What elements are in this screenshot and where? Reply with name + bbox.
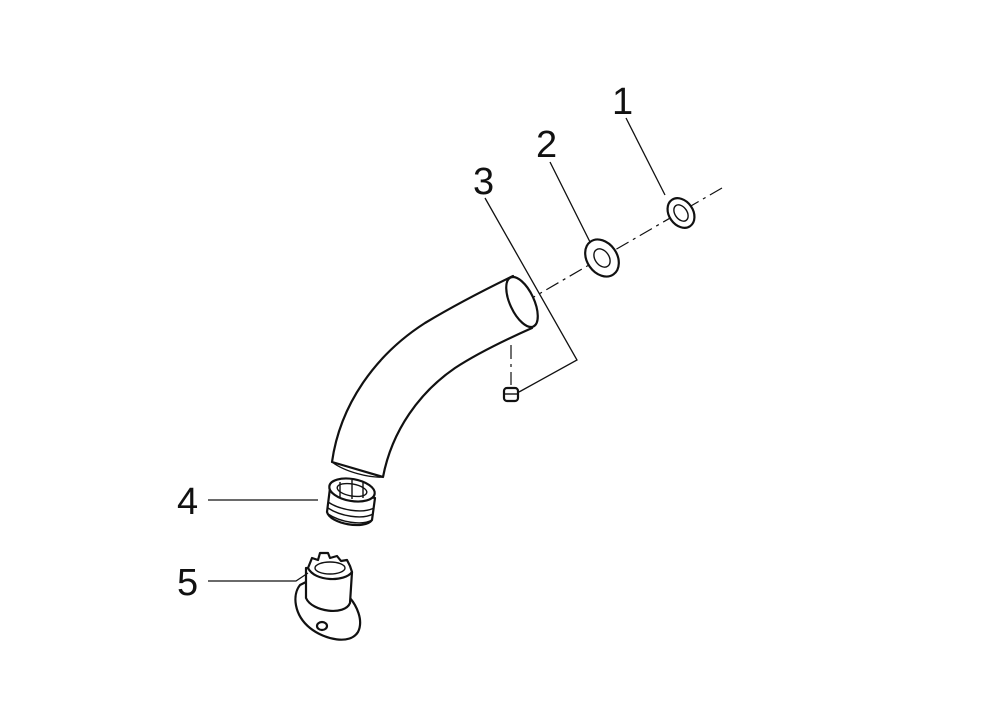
- leader-line-5: [208, 572, 309, 582]
- callout-4: 4: [177, 481, 198, 523]
- callout-1: 1: [612, 81, 633, 123]
- callout-5: 5: [177, 562, 198, 604]
- part-3-set-screw: [502, 386, 520, 403]
- part-4-aerator: [325, 477, 377, 527]
- part-1-washer: [666, 197, 696, 229]
- leader-line-1: [625, 117, 666, 196]
- part-5-aerator-key: [294, 551, 362, 641]
- callout-2: 2: [536, 124, 557, 166]
- assembly-axis-line: [531, 187, 723, 299]
- spout-body: [330, 274, 539, 479]
- part-2-washer: [584, 238, 620, 278]
- callout-3: 3: [473, 161, 494, 203]
- leader-line-2: [549, 161, 591, 243]
- leader-line-3: [484, 197, 578, 393]
